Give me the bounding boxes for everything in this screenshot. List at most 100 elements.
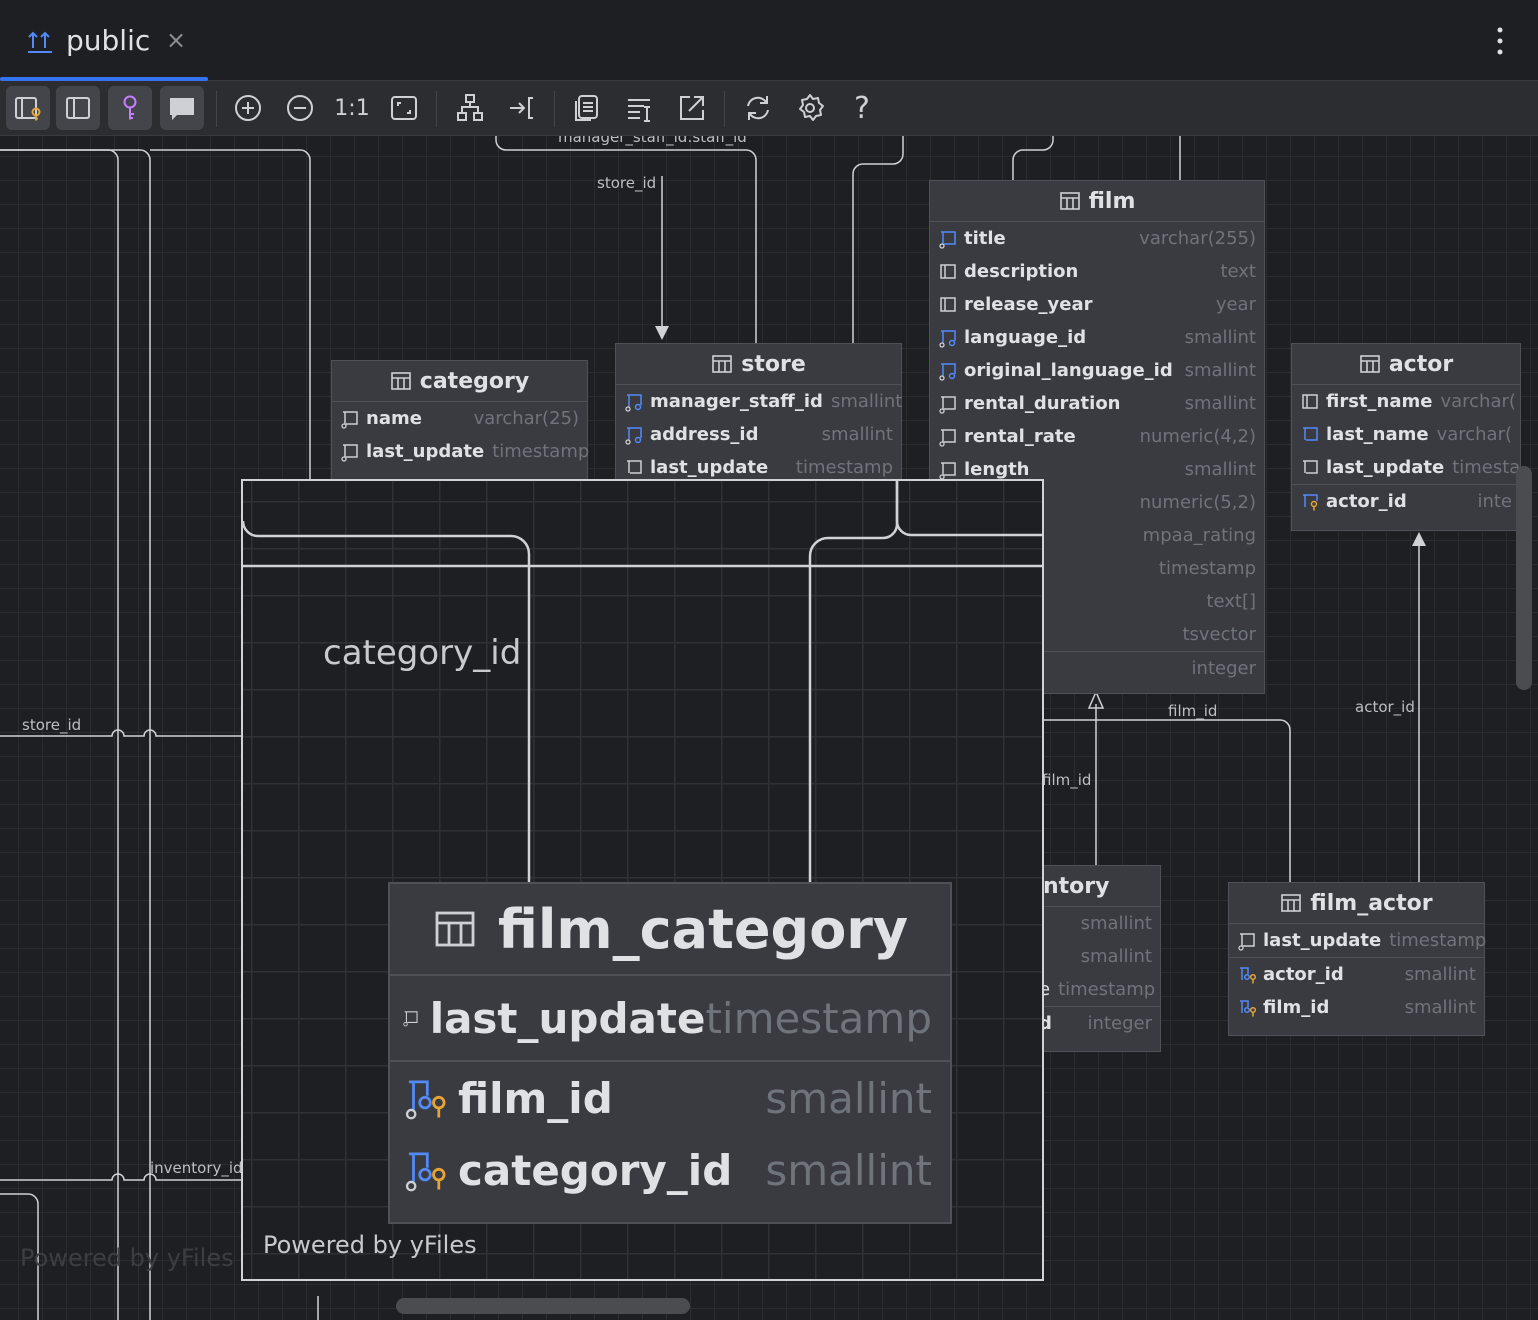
column-type: smallint xyxy=(1080,913,1152,934)
column-type: smallint xyxy=(765,1145,932,1195)
table-store[interactable]: store manager_staff_id smallint address_… xyxy=(615,343,902,483)
edge-label-inventory-id: inventory_id xyxy=(150,1159,243,1177)
copy-button[interactable] xyxy=(566,86,610,130)
column-type: timestamp xyxy=(492,441,590,462)
export-button[interactable] xyxy=(670,86,714,130)
column-row[interactable]: address_id smallint xyxy=(616,418,901,451)
column-name: language_id xyxy=(964,327,1087,348)
table-icon xyxy=(712,355,733,373)
table-header: film xyxy=(930,181,1264,222)
column-icon xyxy=(403,1011,418,1027)
magnifier-overlay: category_id film_category last_update ti… xyxy=(241,479,1044,1281)
route-edges-button[interactable] xyxy=(500,86,544,130)
column-icon xyxy=(939,428,956,447)
column-name: last_update xyxy=(429,993,706,1043)
actual-size-button[interactable]: 1:1 xyxy=(334,95,370,121)
column-row[interactable]: film_id smallint xyxy=(1229,991,1484,1024)
column-row[interactable]: smallint xyxy=(1001,940,1160,973)
fit-content-button[interactable] xyxy=(382,86,426,130)
column-row[interactable]: category_id smallint xyxy=(390,1134,950,1206)
column-row[interactable]: last_update timestamp xyxy=(332,435,590,468)
column-name: name xyxy=(366,408,422,429)
column-name: last_name xyxy=(1326,424,1429,445)
show-tables-toggle[interactable] xyxy=(6,86,50,130)
column-type: timestamp xyxy=(705,993,932,1043)
layout-button[interactable] xyxy=(448,86,492,130)
tidy-button[interactable] xyxy=(618,86,662,130)
table-name: film_category xyxy=(497,897,909,961)
export-icon xyxy=(680,96,704,120)
column-row[interactable]: film_id smallint xyxy=(390,1060,950,1134)
column-type: timestamp xyxy=(795,457,893,478)
foreign-key-icon xyxy=(625,393,642,412)
zoom-out-button[interactable] xyxy=(278,86,322,130)
column-name: e xyxy=(1039,979,1051,1000)
column-type: tsvector xyxy=(1182,624,1256,645)
horizontal-scrollbar[interactable] xyxy=(396,1298,690,1314)
column-icon xyxy=(939,395,956,414)
column-row[interactable]: mpaa_rating xyxy=(930,519,1264,552)
column-row[interactable]: last_update timesta xyxy=(1292,451,1520,484)
copy-icon xyxy=(575,95,598,121)
settings-button[interactable] xyxy=(788,86,832,130)
indexed-column-icon xyxy=(939,230,956,249)
tab-label: public xyxy=(66,24,151,57)
comment-icon xyxy=(170,98,194,120)
fit-icon xyxy=(391,96,417,120)
column-row[interactable]: name varchar(25) xyxy=(332,402,587,435)
close-icon[interactable]: × xyxy=(166,26,187,54)
refresh-icon xyxy=(747,96,769,120)
column-row[interactable]: first_name varchar( xyxy=(1292,385,1520,418)
zoom-in-button[interactable] xyxy=(226,86,270,130)
column-type: timesta xyxy=(1452,457,1521,478)
column-row[interactable]: actor_id smallint xyxy=(1229,957,1484,991)
more-options-icon[interactable] xyxy=(1488,24,1512,60)
column-row[interactable]: integer xyxy=(930,651,1264,685)
column-type: smallint xyxy=(821,424,893,445)
table-actor[interactable]: actor first_name varchar( last_name varc… xyxy=(1291,343,1521,531)
table-header: actor xyxy=(1292,344,1520,385)
column-name: actor_id xyxy=(1263,964,1344,985)
table-category[interactable]: category name varchar(25) last_update ti… xyxy=(331,360,590,480)
table-film-actor[interactable]: film_actor last_update timestamp actor_i… xyxy=(1228,882,1486,1036)
edge-label-film-id: film_id xyxy=(1168,702,1218,720)
column-type: inte xyxy=(1477,491,1512,512)
vertical-scrollbar[interactable] xyxy=(1516,466,1532,690)
column-type: smallint xyxy=(1184,459,1256,480)
hierarchy-icon xyxy=(457,94,483,121)
column-row[interactable]: tsvector xyxy=(930,618,1264,651)
help-button[interactable]: ? xyxy=(854,90,870,126)
arrow-head xyxy=(1087,690,1105,709)
diagram-canvas[interactable]: manager_staff_id:staff_id store_id store… xyxy=(0,136,1538,1320)
column-row[interactable]: manager_staff_id smallint xyxy=(616,385,902,418)
column-name: last_update xyxy=(1326,457,1445,478)
column-row[interactable]: last_update timestamp xyxy=(390,976,950,1060)
refresh-button[interactable] xyxy=(736,86,780,130)
column-row[interactable]: actor_id inte xyxy=(1292,484,1520,518)
edge-label-film-id: film_id xyxy=(1042,771,1092,789)
table-film-category[interactable]: film_category last_update timestamp film… xyxy=(388,882,952,1224)
show-columns-toggle[interactable] xyxy=(56,86,100,130)
column-icon xyxy=(940,296,956,312)
show-comments-toggle[interactable] xyxy=(160,86,204,130)
column-row[interactable]: smallint xyxy=(1001,907,1160,940)
show-keys-toggle[interactable] xyxy=(108,86,152,130)
column-name: film_id xyxy=(458,1073,613,1123)
column-type: mpaa_rating xyxy=(1142,525,1256,546)
column-icon xyxy=(341,410,358,429)
column-row[interactable]: last_update timestamp xyxy=(616,451,901,484)
column-row[interactable]: last_update timestamp xyxy=(1229,924,1486,957)
tab-public[interactable]: public × xyxy=(0,0,208,81)
indexed-column-icon xyxy=(1303,426,1318,441)
column-row[interactable]: last_name varchar( xyxy=(1292,418,1520,451)
